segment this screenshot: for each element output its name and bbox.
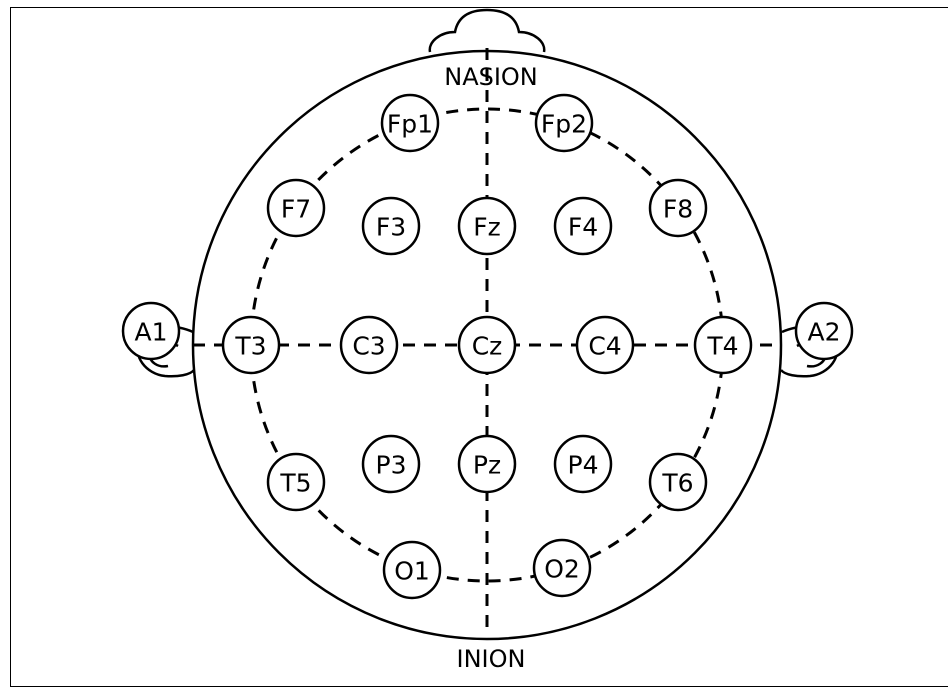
electrode-fp1: Fp1 — [380, 93, 440, 153]
nasion-label: NASION — [444, 63, 538, 91]
electrode-label: T6 — [661, 469, 693, 498]
electrode-fp2: Fp2 — [534, 93, 594, 153]
electrode-fz: Fz — [457, 196, 517, 256]
electrode-label: T5 — [279, 469, 311, 498]
electrode-f3: F3 — [361, 196, 421, 256]
eeg-10-20-electrode-diagram: NASION INION Fp1 Fp2 F7 F3 Fz F4 F8 A1 T… — [121, 8, 854, 669]
electrode-label: Cz — [472, 332, 503, 361]
electrode-label: Pz — [473, 451, 501, 480]
electrode-label: O1 — [394, 557, 430, 586]
electrode-label: Fz — [473, 213, 501, 242]
electrode-label: C4 — [588, 332, 621, 361]
electrode-label: F8 — [663, 195, 693, 224]
electrode-f7: F7 — [266, 178, 326, 238]
electrode-label: Fp1 — [387, 110, 433, 139]
electrode-label: A2 — [807, 318, 840, 347]
electrode-label: Fp2 — [541, 110, 587, 139]
electrode-label: O2 — [544, 555, 580, 584]
electrode-t6: T6 — [648, 452, 708, 512]
electrode-p3: P3 — [361, 434, 421, 494]
electrode-pz: Pz — [457, 434, 517, 494]
electrode-label: A1 — [134, 318, 167, 347]
electrode-o1: O1 — [382, 540, 442, 600]
inion-label: INION — [457, 645, 526, 669]
electrode-label: T4 — [706, 332, 738, 361]
electrode-o2: O2 — [532, 538, 592, 598]
electrode-f8: F8 — [648, 178, 708, 238]
electrode-label: F4 — [568, 213, 598, 242]
electrode-f4: F4 — [553, 196, 613, 256]
electrode-t5: T5 — [266, 452, 326, 512]
electrode-a1: A1 — [121, 301, 181, 361]
electrode-t4: T4 — [693, 315, 753, 375]
electrode-p4: P4 — [553, 434, 613, 494]
electrode-c3: C3 — [339, 315, 399, 375]
electrode-label: T3 — [234, 332, 266, 361]
electrode-label: F3 — [376, 213, 406, 242]
nose-outline — [428, 8, 546, 53]
electrode-c4: C4 — [575, 315, 635, 375]
electrode-label: P3 — [376, 451, 407, 480]
electrode-label: F7 — [281, 195, 311, 224]
electrode-label: P4 — [568, 451, 599, 480]
electrode-label: C3 — [352, 332, 385, 361]
electrode-cz: Cz — [457, 315, 517, 375]
electrode-a2: A2 — [794, 301, 854, 361]
electrode-t3: T3 — [221, 315, 281, 375]
